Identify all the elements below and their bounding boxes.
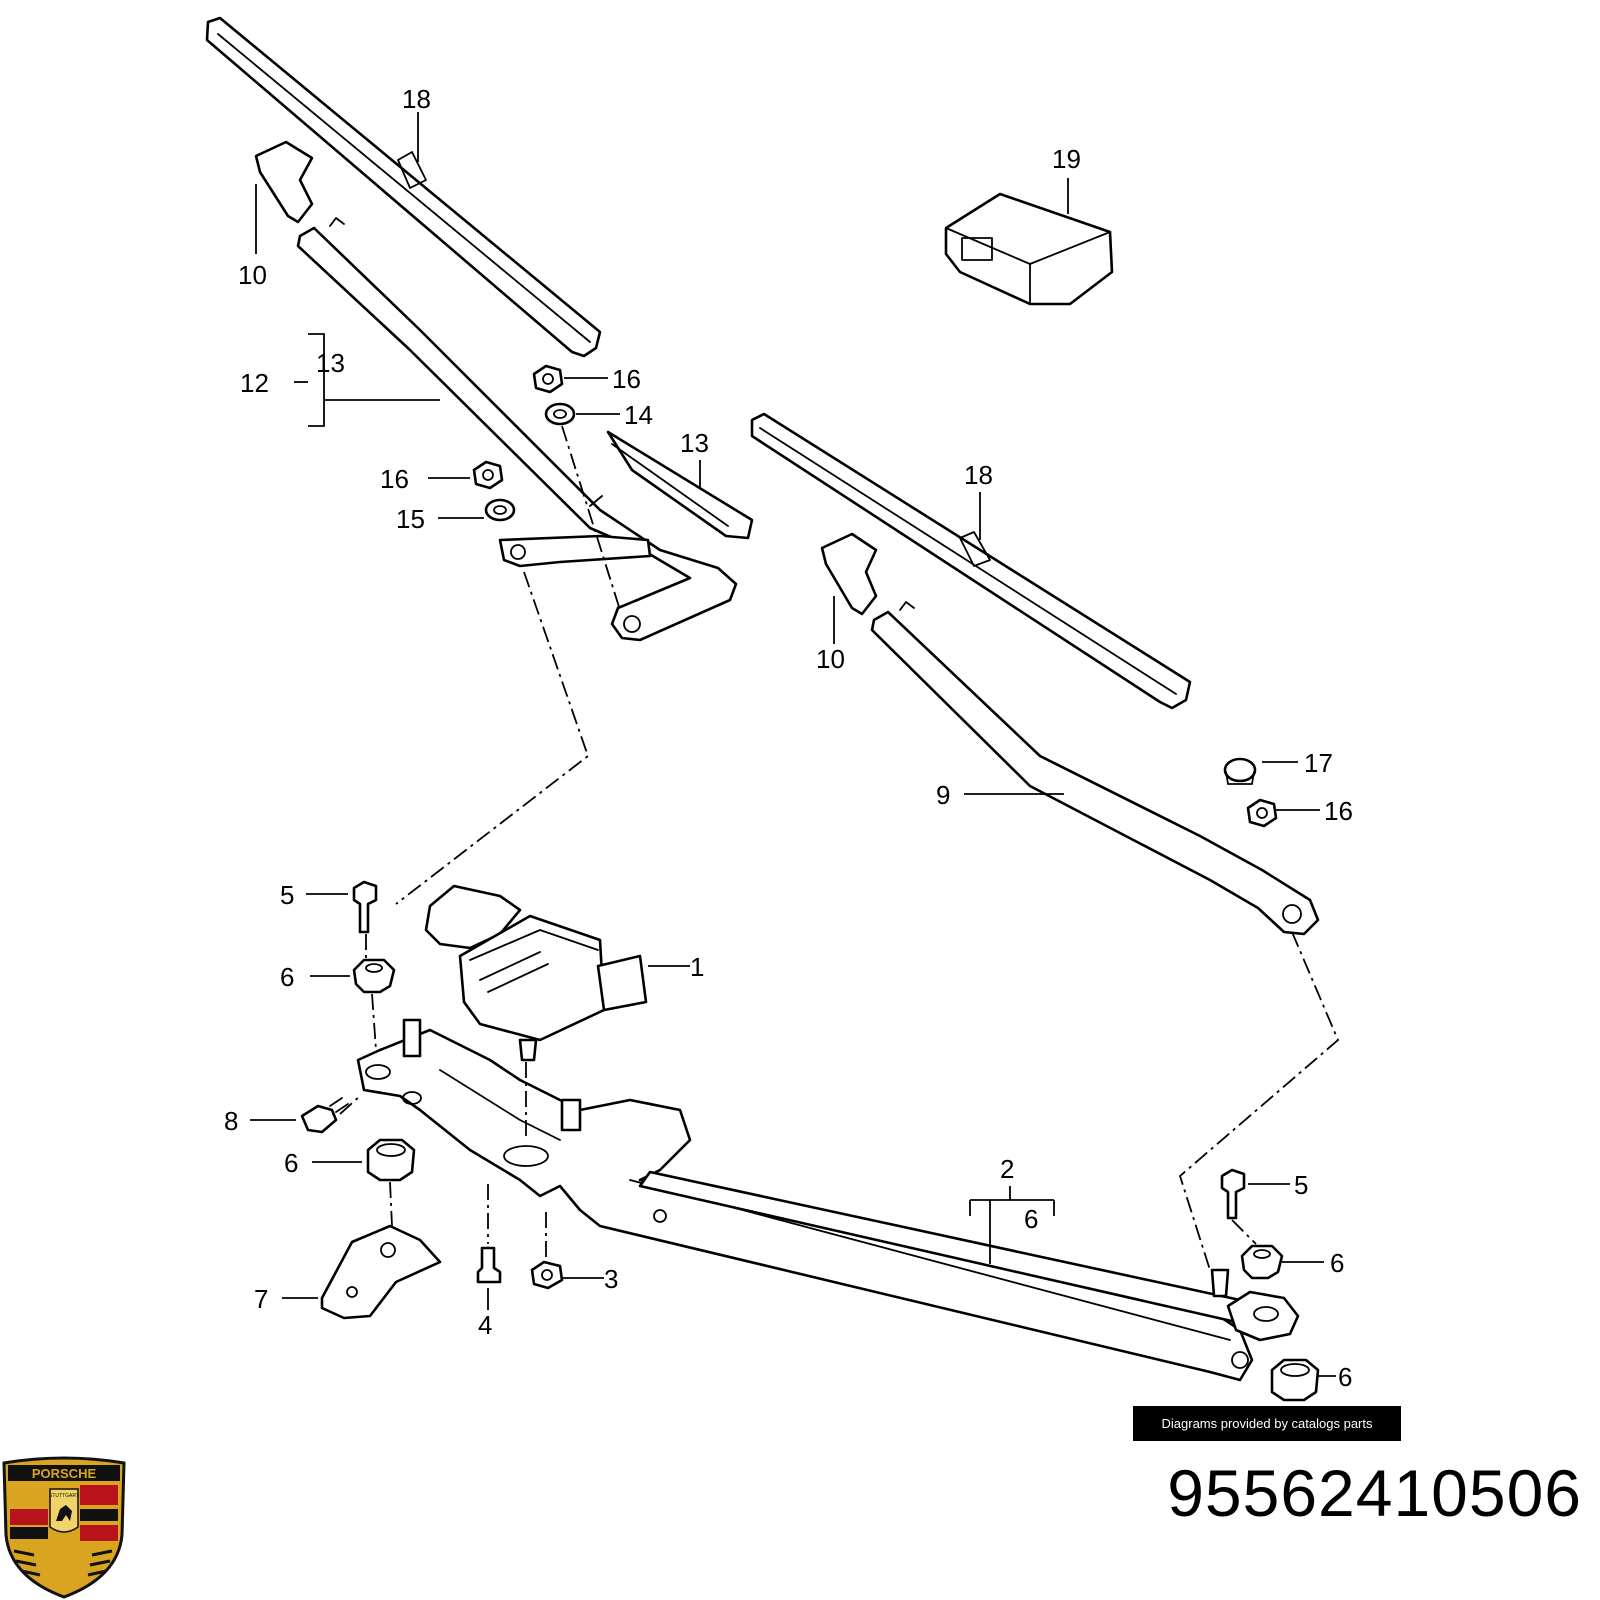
- callout-3: 3: [604, 1264, 618, 1294]
- callout-16-top-left: 16: [612, 364, 641, 394]
- callout-13-spoiler: 13: [680, 428, 709, 458]
- nut-16-mid-left: [472, 460, 504, 490]
- callout-13-bracket: 13: [316, 348, 345, 378]
- cap-17: [1223, 757, 1257, 785]
- callout-7: 7: [254, 1284, 268, 1314]
- arm-cap-left: [254, 140, 314, 224]
- alignment-line-6-lower-left: [389, 1181, 393, 1227]
- control-module-19: [944, 192, 1114, 306]
- bushing-6-upper-left: [352, 958, 396, 994]
- nut-16-right: [1246, 798, 1278, 828]
- spoiler-left: [606, 430, 754, 540]
- callout-12: 12: [240, 368, 269, 398]
- callout-17: 17: [1304, 748, 1333, 778]
- alignment-line-left: [395, 571, 590, 905]
- callout-6-lower-left: 6: [284, 1148, 298, 1178]
- wiper-motor: [424, 884, 648, 1062]
- arm-link-left: [498, 534, 652, 568]
- logo-brand-text: PORSCHE: [32, 1466, 97, 1481]
- wiper-blade-right: [750, 412, 1192, 710]
- diagram-credit-label: Diagrams provided by catalogs parts: [1133, 1406, 1401, 1441]
- bushing-6-lower-left: [366, 1138, 416, 1182]
- wiper-arm-right: [870, 601, 1320, 936]
- callout-9: 9: [936, 780, 950, 810]
- washer-15: [484, 498, 516, 522]
- part-number: 95562410506: [1167, 1456, 1582, 1530]
- callout-1: 1: [690, 952, 704, 982]
- bracket-7: [320, 1224, 442, 1320]
- bolt-8: [300, 1097, 349, 1134]
- porsche-crest-logo: PORSCHE STUTTGART: [2, 1456, 126, 1599]
- logo-city-text: STUTTGART: [49, 1493, 79, 1499]
- callout-10-right: 10: [816, 644, 845, 674]
- alignment-line-5-right: [1231, 1219, 1257, 1245]
- callout-6-lower-right: 6: [1338, 1362, 1352, 1392]
- callout-2: 2: [1000, 1154, 1014, 1184]
- bolt-4: [476, 1246, 502, 1284]
- leader-lines: [250, 112, 1336, 1377]
- nut-3: [530, 1260, 564, 1290]
- callout-16-mid-left: 16: [380, 464, 409, 494]
- bolt-5-left: [352, 880, 378, 934]
- right-pivot: [1210, 1268, 1300, 1342]
- bushing-6-mid-right: [1240, 1244, 1284, 1280]
- washer-14: [544, 402, 576, 426]
- callout-14: 14: [624, 400, 653, 430]
- callout-6-under-2: 6: [1024, 1204, 1038, 1234]
- callout-5-right: 5: [1294, 1170, 1308, 1200]
- alignment-line-14: [561, 425, 621, 611]
- arm-cap-right: [820, 532, 878, 616]
- callout-5-left: 5: [280, 880, 294, 910]
- wiper-blade-left: [205, 16, 602, 358]
- alignment-line-right: [1178, 931, 1340, 1271]
- callout-18-left: 18: [402, 84, 431, 114]
- callout-15: 15: [396, 504, 425, 534]
- callout-19: 19: [1052, 144, 1081, 174]
- callout-4: 4: [478, 1310, 492, 1340]
- bushing-6-lower-right: [1270, 1358, 1320, 1402]
- callout-18-right: 18: [964, 460, 993, 490]
- alignment-line-8: [339, 1095, 361, 1115]
- alignment-line-5-left: [365, 934, 377, 1051]
- bolt-5-right: [1220, 1168, 1246, 1220]
- callout-16-right: 16: [1324, 796, 1353, 826]
- nut-16-top-left: [532, 364, 564, 394]
- callout-6-mid-right: 6: [1330, 1248, 1344, 1278]
- callout-6-upper-left: 6: [280, 962, 294, 992]
- callout-10-left: 10: [238, 260, 267, 290]
- callout-8: 8: [224, 1106, 238, 1136]
